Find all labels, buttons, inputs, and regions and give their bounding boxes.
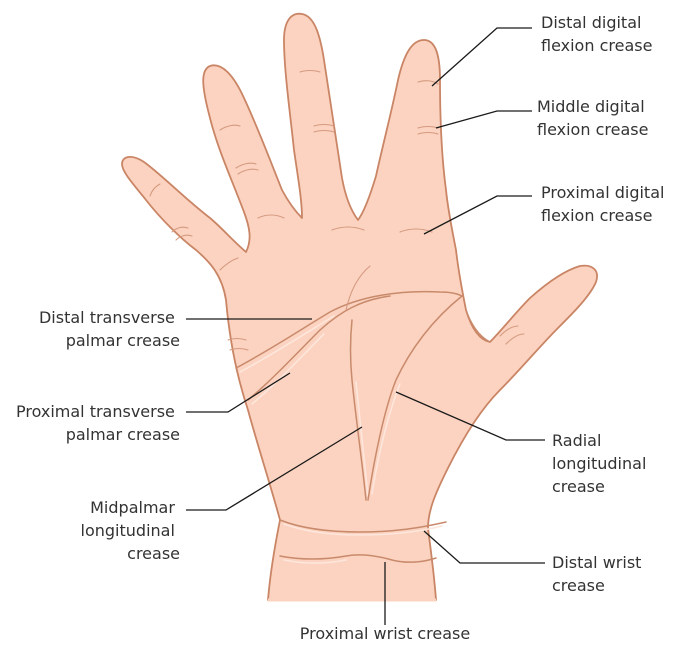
label-proximal-transverse: Proximal transverse palmar crease xyxy=(16,402,180,444)
label-proximal-wrist: Proximal wrist crease xyxy=(300,624,470,643)
hand-illustration xyxy=(122,14,597,600)
label-midpalmar: Midpalmar longitudinal crease xyxy=(81,498,180,563)
label-distal-wrist: Distal wrist crease xyxy=(552,553,647,595)
leader-middle-digital xyxy=(436,111,532,128)
hand-outline xyxy=(122,14,597,600)
label-distal-digital: Distal digital flexion crease xyxy=(541,13,652,55)
leader-distal-wrist xyxy=(424,531,545,563)
leader-distal-digital xyxy=(432,28,532,86)
label-distal-transverse: Distal transverse palmar crease xyxy=(39,308,180,350)
label-radial: Radial longitudinal crease xyxy=(552,431,651,496)
label-middle-digital: Middle digital flexion crease xyxy=(537,97,650,139)
label-proximal-digital: Proximal digital flexion crease xyxy=(541,183,670,225)
